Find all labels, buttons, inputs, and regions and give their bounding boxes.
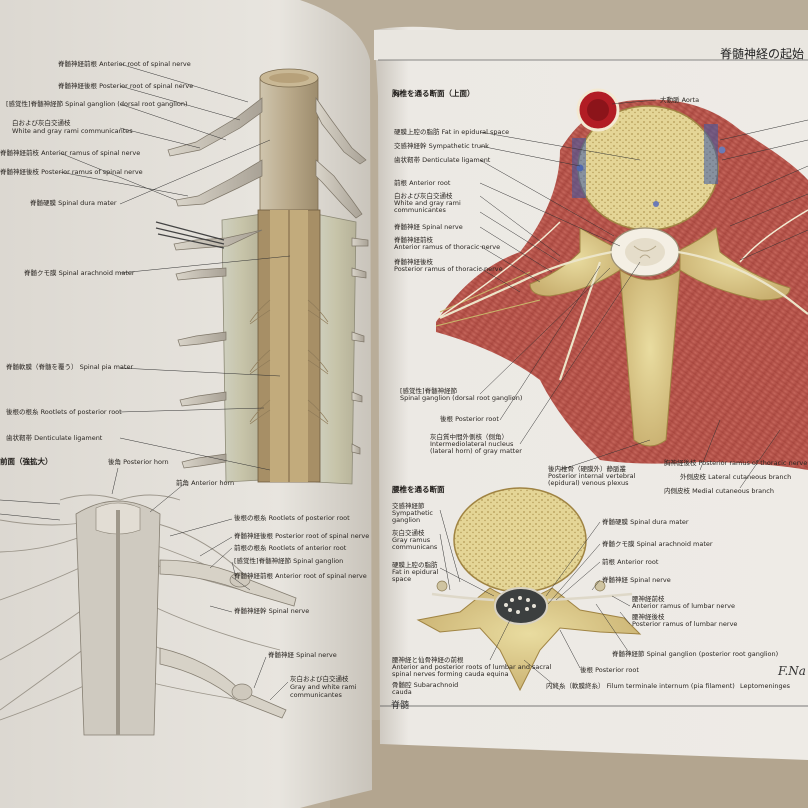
- figure-label: (epidural) venous plexus: [548, 479, 629, 487]
- figure-label: 後根 Posterior root: [580, 666, 639, 674]
- thoracic-cross-section: [435, 88, 808, 470]
- figure-label: cauda: [392, 688, 412, 696]
- figure-label: Posterior ramus of thoracic nerve: [394, 265, 503, 273]
- figure-label: White and gray rami communicantes: [12, 127, 133, 135]
- figure-label: 脊髄神経前根 Anterior root of spinal nerve: [234, 572, 367, 580]
- illustrator-signature: F.Na: [778, 664, 806, 678]
- figure-label: Sympathetic: [392, 509, 434, 517]
- figure-label: 脊髄神経幹 Spinal nerve: [234, 607, 310, 615]
- figure-label: 脊髄神経 Spinal nerve: [602, 576, 671, 584]
- spinal-cord-anterior-enlarged: [0, 494, 297, 736]
- figure-label: (lateral horn) of gray matter: [430, 447, 522, 455]
- figure-label: 骨髄腔 Subarachnoid: [392, 681, 459, 689]
- figure-label: 灰白質中間外側核（側角）: [430, 433, 508, 441]
- figure-title: 胸椎を通る断面（上面）: [392, 89, 475, 98]
- figure-title: 前面（強拡大）: [0, 457, 53, 466]
- figure-label: 後内椎骨（硬膜外）静脈叢: [548, 465, 626, 473]
- figure-label: communicantes: [394, 206, 446, 214]
- figure-label: 脊髄硬膜 Spinal dura mater: [30, 199, 117, 207]
- figure-label: 白および灰白交通枝: [12, 119, 71, 127]
- figure-label: 腰神経後枝: [632, 613, 665, 621]
- figure-label: Gray and white rami: [290, 683, 357, 691]
- figure-label: 前根 Anterior root: [602, 558, 659, 566]
- figure-label: 灰白交通枝: [392, 529, 425, 537]
- figure-label: communicans: [392, 543, 438, 551]
- figure-label: 硬膜上腔の脂肪: [392, 561, 438, 569]
- footer-label: 脊髄: [391, 701, 410, 711]
- figure-label: Posterior internal vertebral: [548, 472, 636, 480]
- figure-label: Anterior ramus of thoracic nerve: [394, 243, 501, 251]
- figure-label: 脊髄神経 Spinal nerve: [268, 651, 337, 659]
- figure-label: 交感神経幹 Sympathetic trunk: [394, 142, 489, 150]
- spinal-cord-posterior-view: [155, 68, 369, 485]
- figure-label: 前根の根糸 Rootlets of anterior root: [234, 544, 347, 552]
- figure-label: 腰神経前枝: [632, 595, 665, 603]
- figure-label: [感覚性]脊髄神経節 Spinal ganglion: [234, 557, 344, 565]
- figure-label: 脊髄クモ膜 Spinal arachnoid mater: [602, 540, 713, 548]
- figure-label: Gray ramus: [392, 536, 431, 544]
- figure-title: 腰椎を通る断面: [392, 485, 445, 494]
- figure-label: 脊髄神経後枝 Posterior ramus of spinal nerve: [0, 168, 143, 176]
- figure-label: 脊髄神経後根 Posterior root of spinal nerve: [234, 532, 370, 540]
- figure-label: 大動脈 Aorta: [660, 96, 700, 104]
- page-heading: 脊髄神経の起始: [719, 47, 804, 61]
- figure-label: 脊髄硬膜 Spinal dura mater: [602, 518, 689, 526]
- figure-label: 外側皮枝 Lateral cutaneous branch: [680, 473, 792, 481]
- figure-label: 脊髄神経前枝: [394, 236, 433, 244]
- figure-label: 脊髄神経後根 Posterior root of spinal nerve: [58, 82, 194, 90]
- figure-label: Anterior and posterior roots of lumbar a…: [392, 663, 552, 671]
- figure-label: Spinal ganglion (dorsal root ganglion): [400, 394, 523, 402]
- figure-label: 脊髄神経前根 Anterior root of spinal nerve: [58, 60, 191, 68]
- figure-label: Posterior ramus of lumbar nerve: [632, 620, 738, 628]
- figure-label: Fat in epidural: [392, 568, 439, 576]
- figure-label: 脊髄神経前枝 Anterior ramus of spinal nerve: [0, 149, 141, 157]
- figure-label: spinal nerves forming cauda equina: [392, 670, 509, 678]
- figure-label: 腰神経と仙骨神経の前根: [392, 656, 464, 664]
- figure-label: ganglion: [392, 516, 421, 524]
- figure-label: 灰白および白交通枝: [290, 675, 349, 683]
- figure-label: 後根の根糸 Rootlets of posterior root: [234, 514, 350, 522]
- figure-label: 交感神経節: [392, 502, 425, 510]
- figure-label: White and gray rami: [394, 199, 461, 207]
- figure-label: Leptomeninges: [740, 682, 791, 690]
- figure-label: 前角 Anterior horn: [176, 479, 235, 487]
- figure-label: 前根 Anterior root: [394, 179, 451, 187]
- figure-label: 胸神経後枝 Posterior ramus of thoracic nerve: [664, 459, 808, 467]
- figure-label: 後根 Posterior root: [440, 415, 499, 423]
- figure-label: space: [392, 575, 412, 583]
- figure-label: 白および灰白交通枝: [394, 192, 453, 200]
- figure-label: 脊髄クモ膜 Spinal arachnoid mater: [24, 269, 135, 277]
- figure-label: 脊髄神経節 Spinal ganglion (posterior root ga…: [612, 650, 779, 658]
- figure-label: Anterior ramus of lumbar nerve: [632, 602, 735, 610]
- figure-label: 歯状靭帯 Denticulate ligament: [6, 434, 103, 442]
- figure-label: [感覚性]脊髄神経節: [400, 387, 458, 395]
- figure-label: communicantes: [290, 691, 342, 699]
- figure-label: 脊髄神経 Spinal nerve: [394, 223, 463, 231]
- figure-label: Intermediolateral nucleus: [430, 440, 514, 448]
- figure-label: 内終糸（軟膜終糸） Filum terminale internum (pia …: [546, 682, 735, 690]
- figure-label: 後根の根糸 Rootlets of posterior root: [6, 408, 122, 416]
- figure-label: 脊髄神経後枝: [394, 258, 433, 266]
- figure-label: 脊髄軟膜（脊髄を覆う） Spinal pia mater: [6, 363, 134, 371]
- figure-label: [感覚性]脊髄神経節 Spinal ganglion (dorsal root …: [6, 100, 188, 108]
- figure-label: 歯状靭帯 Denticulate ligament: [394, 156, 491, 164]
- figure-label: 後角 Posterior horn: [108, 458, 169, 466]
- figure-label: 内側皮枝 Medial cutaneous branch: [664, 487, 774, 495]
- figure-label: 硬膜上腔の脂肪 Fat in epidural space: [394, 128, 510, 136]
